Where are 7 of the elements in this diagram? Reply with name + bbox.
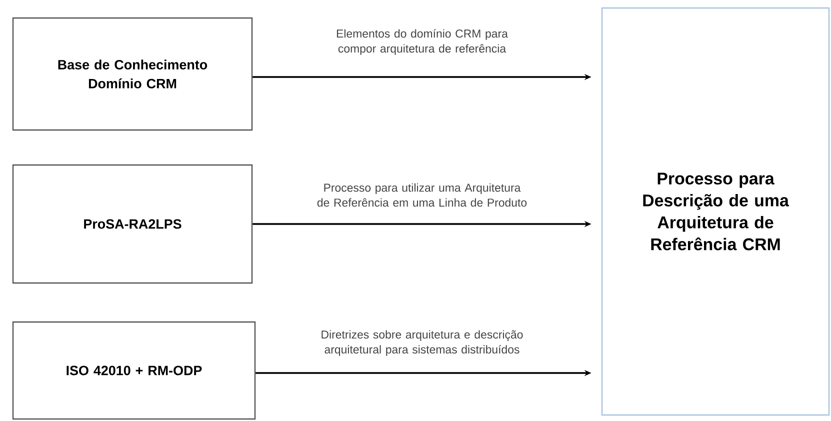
edge-label: Diretrizes sobre arquitetura e descrição arquitetural para sistemas distribuídos (322, 330, 523, 356)
edge-label: Elementos do domínio CRM para compor arquitetura de referência (336, 29, 508, 55)
source-box: ISO 42010 + RM-ODP (12, 321, 256, 420)
source-box: ProSA-RA2LPS (12, 164, 253, 284)
edge-label: Processo para utilizar uma Arquitetura de Referência em uma Linha de Produto (317, 183, 527, 207)
source-box: Base de Conhecimento Domínio CRM (12, 17, 253, 131)
result-box: Processo para Descrição de uma Arquitetura de Referência CRM (601, 7, 830, 416)
